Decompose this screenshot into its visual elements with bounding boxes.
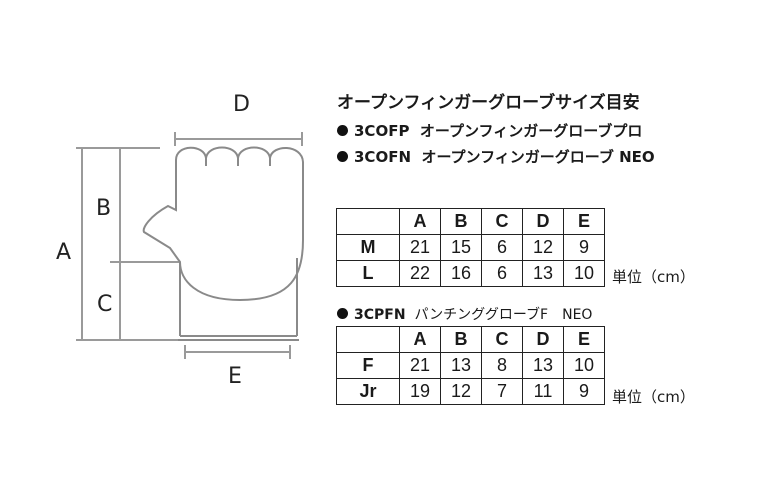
column-header: B [440, 208, 482, 235]
table-row: L 22 16 6 13 10 [336, 260, 605, 287]
value-cell: 13 [522, 352, 564, 379]
column-header: C [481, 208, 523, 235]
table-row: Jr 19 12 7 11 9 [336, 378, 605, 405]
value-cell: 9 [563, 378, 605, 405]
product-name: オープンフィンガーグローブ NEO [421, 148, 655, 166]
column-header: E [563, 326, 605, 353]
unit-label-1: 単位（cm） [612, 268, 695, 286]
table-header-row: A B C D E [336, 326, 605, 353]
column-header: B [440, 326, 482, 353]
product-line-3: 3CPFN パンチンググローブF NEO [337, 304, 592, 324]
size-table-2: A B C D E F 21 13 8 13 10 Jr 19 12 7 11 … [336, 326, 605, 405]
value-cell: 12 [440, 378, 482, 405]
value-cell: 21 [399, 234, 441, 261]
product-code: 3COFN [354, 148, 411, 166]
value-cell: 8 [481, 352, 523, 379]
label-e: E [228, 364, 242, 389]
table-row: F 21 13 8 13 10 [336, 352, 605, 379]
value-cell: 10 [563, 260, 605, 287]
value-cell: 10 [563, 352, 605, 379]
glove-diagram [76, 132, 304, 359]
column-header: D [522, 326, 564, 353]
value-cell: 6 [481, 260, 523, 287]
value-cell: 16 [440, 260, 482, 287]
column-header: A [399, 208, 441, 235]
value-cell: 12 [522, 234, 564, 261]
column-header: E [563, 208, 605, 235]
value-cell: 19 [399, 378, 441, 405]
size-cell: L [336, 260, 400, 287]
product-name: オープンフィンガーグローブプロ [419, 122, 643, 140]
product-code: 3COFP [354, 122, 410, 140]
value-cell: 7 [481, 378, 523, 405]
value-cell: 9 [563, 234, 605, 261]
value-cell: 15 [440, 234, 482, 261]
product-name: パンチンググローブF NEO [414, 307, 593, 323]
value-cell: 13 [440, 352, 482, 379]
value-cell: 13 [522, 260, 564, 287]
column-header: C [481, 326, 523, 353]
value-cell: 11 [522, 378, 564, 405]
unit-label-2: 単位（cm） [612, 388, 695, 406]
column-header: D [522, 208, 564, 235]
table-header-row: A B C D E [336, 208, 605, 235]
page-title: オープンフィンガーグローブサイズ目安 [337, 93, 640, 113]
label-d: D [233, 92, 250, 117]
glove-outline [142, 146, 304, 341]
label-c: C [97, 292, 113, 317]
size-cell: Jr [336, 378, 400, 405]
bullet-icon [337, 308, 348, 319]
value-cell: 21 [399, 352, 441, 379]
value-cell: 22 [399, 260, 441, 287]
product-code: 3CPFN [354, 307, 406, 323]
table-row: M 21 15 6 12 9 [336, 234, 605, 261]
product-line-2: 3COFN オープンフィンガーグローブ NEO [337, 146, 655, 167]
bullet-icon [337, 151, 348, 162]
value-cell: 6 [481, 234, 523, 261]
column-header: A [399, 326, 441, 353]
label-a: A [56, 240, 72, 265]
size-table-1: A B C D E M 21 15 6 12 9 L 22 16 6 13 10 [336, 208, 605, 287]
size-cell: F [336, 352, 400, 379]
bullet-icon [337, 125, 348, 136]
size-cell: M [336, 234, 400, 261]
label-b: B [96, 196, 112, 221]
product-line-1: 3COFP オープンフィンガーグローブプロ [337, 120, 642, 141]
